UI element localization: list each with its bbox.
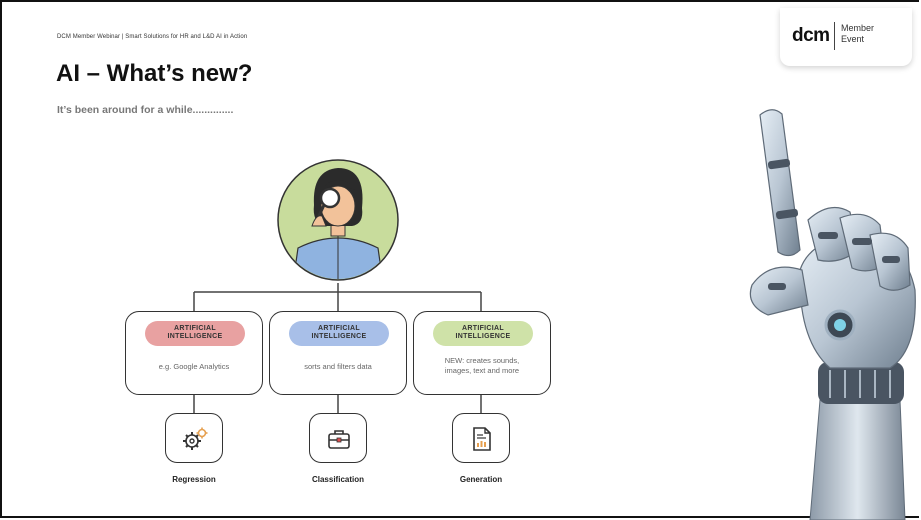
card-ai-sorting: ARTIFICIAL INTELLIGENCE sorts and filter… [269,311,407,395]
classification-label: Classification [311,475,364,484]
logo-label-line2: Event [841,34,865,44]
card-description: NEW: creates sounds, images, text and mo… [420,356,544,376]
dcm-logo-badge: dcm Member Event [780,8,912,66]
card-heading-line2: INTELLIGENCE [455,333,511,340]
gears-icon [183,427,208,450]
generation-label: Generation [459,475,503,484]
card-description-line2: images, text and more [444,366,520,375]
card-heading-pill: ARTIFICIAL INTELLIGENCE [289,321,389,346]
dcm-logo: dcm [792,25,830,46]
card-description: sorts and filters data [304,362,372,371]
robot-hand-pointing-illustration [749,109,916,520]
card-heading-line1: ARTIFICIAL [462,325,504,332]
slide-subtitle: It’s been around for a while............… [57,104,234,116]
document-chart-icon [473,427,491,451]
card-ai-analytics: ARTIFICIAL INTELLIGENCE e.g. Google Anal… [125,311,263,395]
regression-icon-box [165,413,223,463]
briefcase-icon [328,430,350,449]
logo-divider [834,22,835,50]
card-ai-generative: ARTIFICIAL INTELLIGENCE NEW: creates sou… [413,311,551,395]
slide-title: AI – What’s new? [56,60,253,87]
logo-label: Member Event [841,23,901,45]
slide-header-text: DCM Member Webinar | Smart Solutions for… [57,34,248,40]
card-heading-pill: ARTIFICIAL INTELLIGENCE [145,321,245,346]
card-description: e.g. Google Analytics [158,362,230,371]
card-heading-line2: INTELLIGENCE [167,333,223,340]
card-description-line1: NEW: creates sounds, [444,356,520,365]
regression-label: Regression [172,475,216,484]
generation-icon-box [452,413,510,463]
card-heading-line2: INTELLIGENCE [311,333,367,340]
card-heading-line1: ARTIFICIAL [174,325,216,332]
card-heading-pill: ARTIFICIAL INTELLIGENCE [433,321,533,346]
person-with-magnifier-illustration [277,159,399,281]
card-heading-line1: ARTIFICIAL [318,325,360,332]
classification-icon-box [309,413,367,463]
connector-lines [193,283,482,413]
logo-label-line1: Member [841,23,875,33]
